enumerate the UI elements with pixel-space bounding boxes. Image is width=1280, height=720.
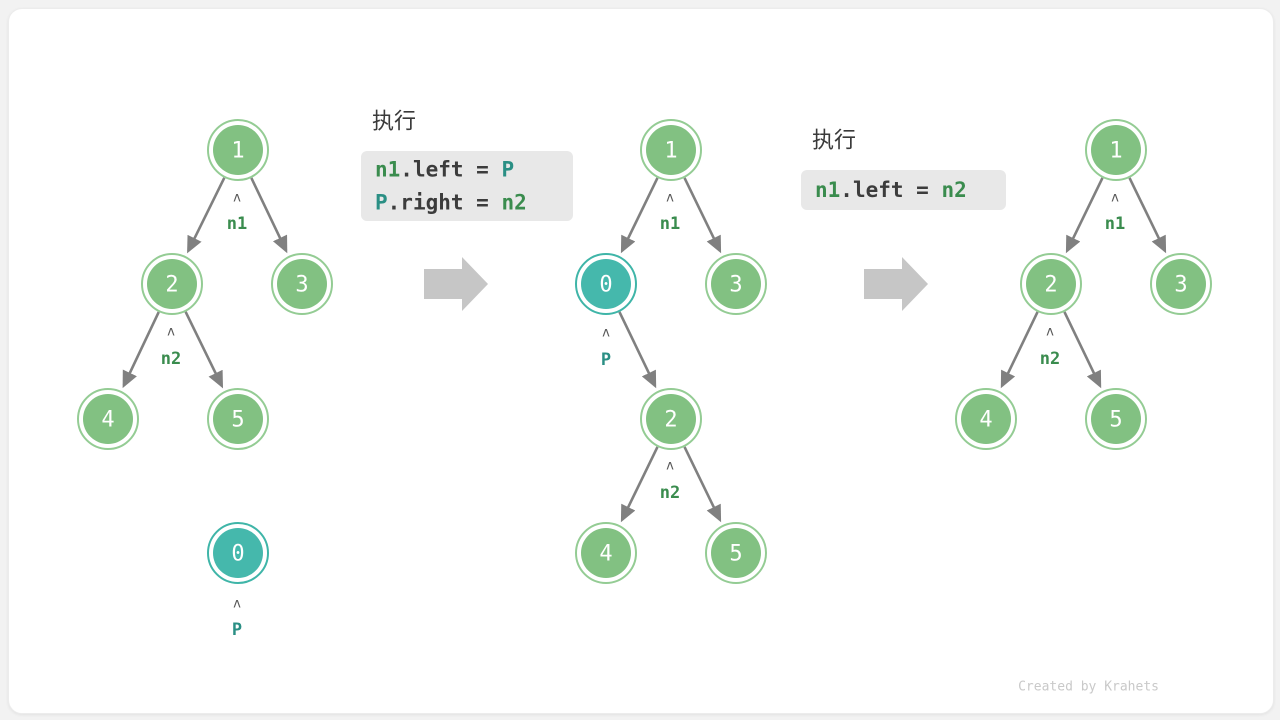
tree-edge xyxy=(683,177,722,254)
credit-watermark: Created by Krahets xyxy=(1018,680,1159,695)
pointer-caret-icon: ʌ xyxy=(1046,325,1054,340)
code-line: n1.left = P xyxy=(375,158,514,182)
tree-edge xyxy=(1063,311,1102,389)
execute-label: 执行 xyxy=(372,110,416,135)
tree-node: 2 xyxy=(1020,253,1082,315)
pointer-caret-icon: ʌ xyxy=(233,191,241,206)
tree-node: 5 xyxy=(1085,388,1147,450)
tree-node: 3 xyxy=(271,253,333,315)
node-value: 4 xyxy=(979,408,992,433)
tree-node: 5 xyxy=(705,522,767,584)
tree-edge xyxy=(1000,311,1039,389)
code-token: n1 xyxy=(375,158,400,182)
code-token: .left = xyxy=(400,158,501,182)
tree-edge xyxy=(618,311,657,389)
tree-edge xyxy=(620,446,659,523)
node-value: 4 xyxy=(101,408,114,433)
code-line: P.right = n2 xyxy=(375,191,527,215)
code-token: n2 xyxy=(941,178,966,202)
code-token: n2 xyxy=(501,191,526,215)
execute-label: 执行 xyxy=(812,129,856,154)
node-value: 3 xyxy=(1174,273,1187,298)
tree-edge xyxy=(184,311,224,389)
tree-node: 4 xyxy=(955,388,1017,450)
code-token: n1 xyxy=(815,178,840,202)
node-value: 1 xyxy=(231,139,244,164)
nodes-layer: 1 2 3 4 5 0 1 0 3 2 4 5 1 2 3 4 5 xyxy=(77,119,1212,584)
flow-arrow-icon xyxy=(424,257,488,311)
code-box xyxy=(801,170,1006,210)
code-token: .right = xyxy=(388,191,502,215)
node-value: 5 xyxy=(1109,408,1122,433)
tree-node: 1 xyxy=(1085,119,1147,181)
node-value: 3 xyxy=(295,273,308,298)
edges-layer xyxy=(122,177,1167,523)
tree-node: 1 xyxy=(640,119,702,181)
pointer-caret-icon: ʌ xyxy=(1111,191,1119,206)
pointer-p: P xyxy=(232,620,242,640)
node-value: 3 xyxy=(729,273,742,298)
code-token: .left = xyxy=(840,178,941,202)
pointer-caret-icon: ʌ xyxy=(167,325,175,340)
pointer-n1: n1 xyxy=(227,214,247,234)
pointer-n2: n2 xyxy=(660,483,680,503)
tree-node: 3 xyxy=(705,253,767,315)
tree-node: 4 xyxy=(77,388,139,450)
tree-edge xyxy=(1128,177,1167,254)
tree-edge xyxy=(683,446,722,523)
node-value: 2 xyxy=(165,273,178,298)
tree-node: 0 xyxy=(207,522,269,584)
code-line: n1.left = n2 xyxy=(815,178,967,202)
node-value: 0 xyxy=(231,542,244,567)
pointer-n1: n1 xyxy=(1105,214,1125,234)
node-value: 4 xyxy=(599,542,612,567)
tree-edge xyxy=(250,177,288,254)
node-value: 2 xyxy=(1044,273,1057,298)
node-value: 5 xyxy=(231,408,244,433)
tree-node: 0 xyxy=(575,253,637,315)
tree-node: 2 xyxy=(141,253,203,315)
tree-edge xyxy=(620,177,659,254)
flow-arrows-layer xyxy=(424,257,928,311)
code-token: P xyxy=(501,158,514,182)
tree-edge xyxy=(1065,177,1104,254)
flow-arrow-icon xyxy=(864,257,928,311)
pointer-caret-icon: ʌ xyxy=(666,459,674,474)
pointer-n2: n2 xyxy=(1040,349,1060,369)
pointer-n1: n1 xyxy=(660,214,680,234)
pointer-caret-icon: ʌ xyxy=(666,191,674,206)
pointer-caret-icon: ʌ xyxy=(602,326,610,341)
tree-node: 5 xyxy=(207,388,269,450)
pointer-caret-icon: ʌ xyxy=(233,597,241,612)
tree-node: 1 xyxy=(207,119,269,181)
pointer-p: P xyxy=(601,350,611,370)
tree-edge xyxy=(187,177,226,254)
node-value: 0 xyxy=(599,273,612,298)
node-value: 1 xyxy=(664,139,677,164)
pointer-n2: n2 xyxy=(161,349,181,369)
tree-node: 3 xyxy=(1150,253,1212,315)
code-box xyxy=(361,151,573,221)
code-token: P xyxy=(375,191,388,215)
tree-node: 4 xyxy=(575,522,637,584)
node-value: 1 xyxy=(1109,139,1122,164)
tree-node: 2 xyxy=(640,388,702,450)
node-value: 5 xyxy=(729,542,742,567)
node-value: 2 xyxy=(664,408,677,433)
tree-edge xyxy=(122,311,160,389)
